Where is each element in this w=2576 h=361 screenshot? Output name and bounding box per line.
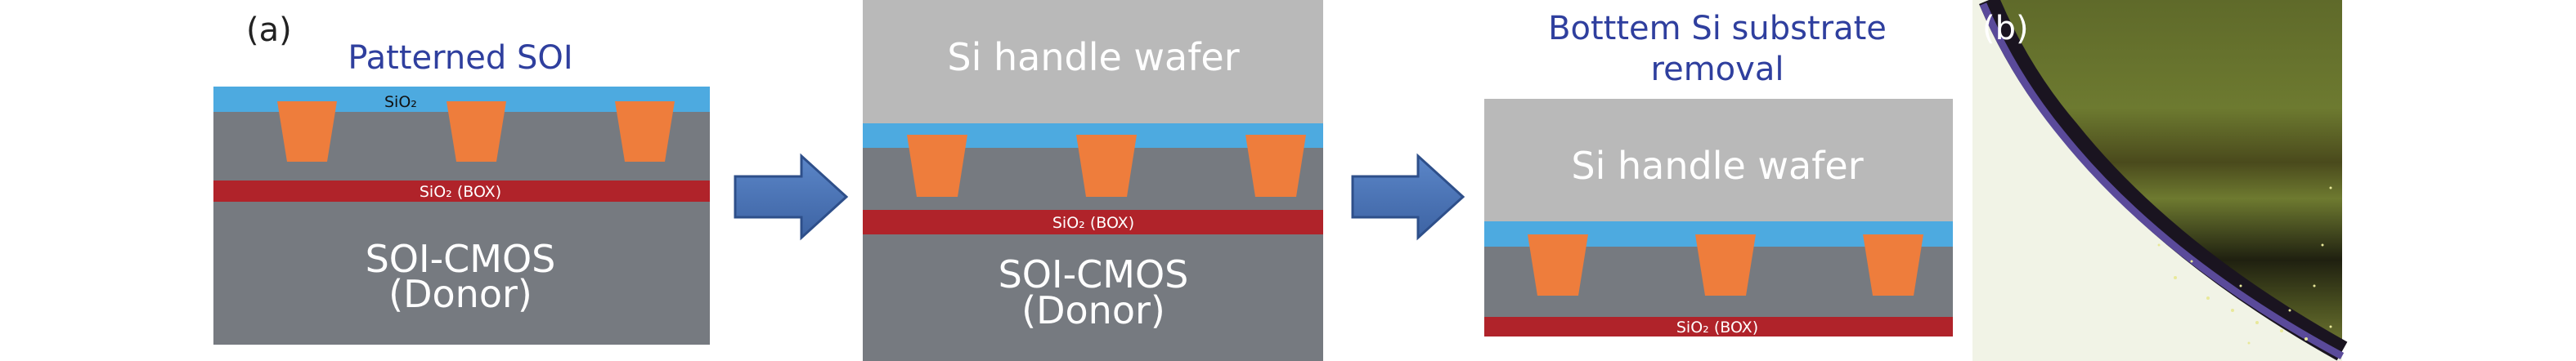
metal-via [277,101,337,162]
metal-via [1695,234,1756,296]
arrow-right-icon [734,153,849,241]
metal-via [1245,135,1306,197]
step3-box-layer [1484,317,1953,336]
step3-handle-wafer [1484,99,1953,221]
step3-title-line2: removal [1651,51,1784,88]
step1-box-layer [213,180,710,202]
step1-sio2-label: SiO₂ [384,93,417,111]
step2-handle-wafer [863,0,1323,123]
metal-via [615,101,675,162]
step3-substrate-removal: Botttem Si substrate removal Si handle w… [1484,10,1953,336]
metal-via [1528,234,1588,296]
step1-substrate-line2: (Donor) [388,272,532,316]
step1-substrate-line1: SOI-CMOS [366,237,556,281]
step2-box-layer [863,210,1323,234]
step2-substrate-line1: SOI-CMOS [999,252,1189,296]
metal-via [1076,135,1137,197]
panel-a-label: (a) [246,11,292,49]
step1-title: Patterned SOI [348,39,572,77]
wafer-photo: (b) [1972,0,2348,361]
metal-via [447,101,506,162]
step1-box-label: SiO₂ (BOX) [420,183,501,201]
metal-via [907,135,967,197]
arrow-right-icon [1351,153,1465,241]
step1-patterned-soi: Patterned SOI SiO₂ SiO₂ (BOX) SOI-CMOS (… [213,39,710,345]
step3-handle-label: Si handle wafer [1571,144,1863,188]
step2-bonding: Si handle wafer SiO₂ (BOX) SOI-CMOS (Don… [863,0,1323,361]
step3-box-label: SiO₂ (BOX) [1676,319,1758,336]
step2-box-label: SiO₂ (BOX) [1052,214,1134,232]
step2-handle-label: Si handle wafer [947,35,1239,79]
metal-via [1863,234,1923,296]
step3-title-line1: Botttem Si substrate [1548,10,1887,47]
step2-substrate-line2: (Donor) [1021,288,1165,332]
panel-b-label: (b) [1982,10,2029,47]
